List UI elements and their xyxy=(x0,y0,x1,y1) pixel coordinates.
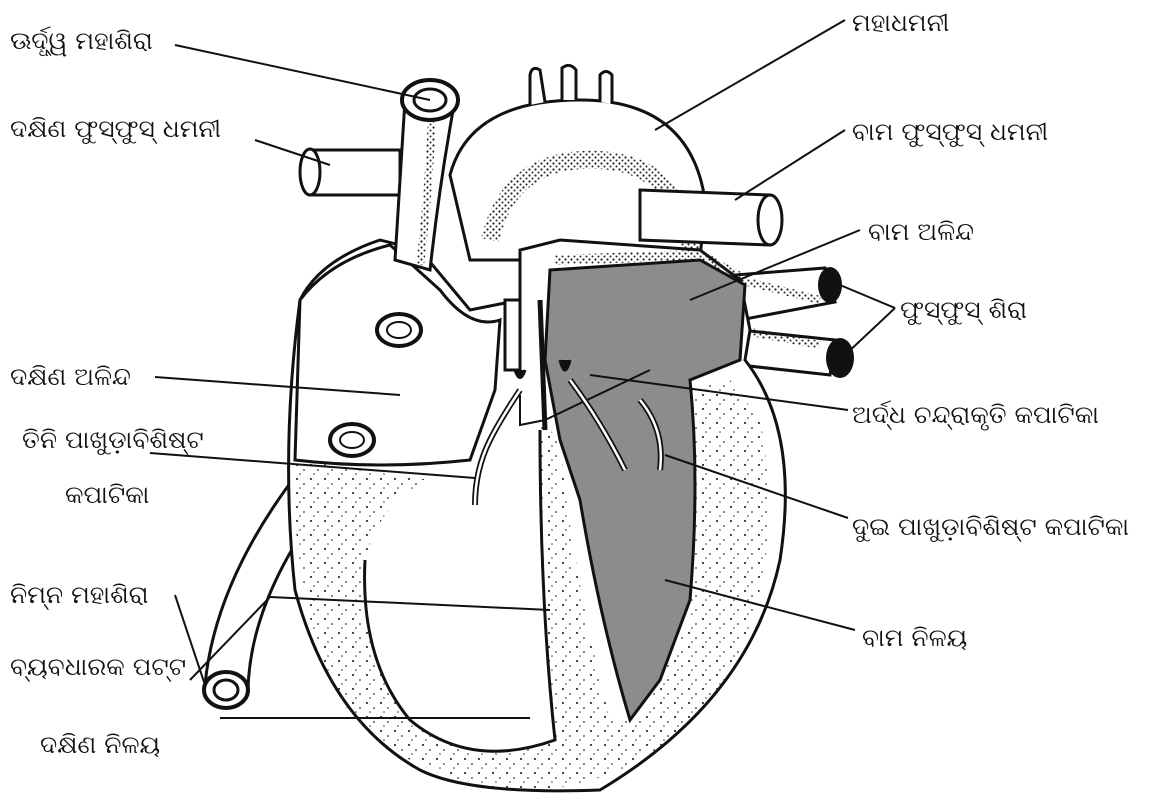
right-pulmonary-artery xyxy=(300,149,400,195)
label-inferior-vena-cava: ନିମ୍ନ ମହାଶିରା xyxy=(10,580,149,610)
label-superior-vena-cava: ଊର୍ଦ୍ଧ୍ୱ ମହାଶିରା xyxy=(10,26,153,56)
label-left-ventricle: ବାମ ନିଳୟ xyxy=(862,623,967,653)
label-semilunar-valve: ଅର୍ଦ୍ଧ ଚନ୍ଦ୍ରାକୃତି କପାଟିକା xyxy=(852,400,1099,430)
label-right-atrium: ଦକ୍ଷିଣ ଅଳିନ୍ଦ xyxy=(10,362,131,392)
label-bicuspid-valve: ଦୁଇ ପାଖୁଡ଼ାବିଶିଷ୍ଟ କପାଟିକା xyxy=(852,512,1129,542)
label-left-pulmonary-artery: ବାମ ଫୁସ୍‌ଫୁସ୍ ଧମନୀ xyxy=(852,117,1048,147)
label-septum: ବ୍ୟବଧାରକ ପଟ୍ଟ xyxy=(10,652,186,682)
label-pulmonary-veins: ଫୁସ୍‌ଫୁସ୍ ଶିରା xyxy=(900,295,1027,325)
label-left-atrium: ବାମ ଅଳିନ୍ଦ xyxy=(868,217,974,247)
label-tricuspid-valve: ତିନି ପାଖୁଡ଼ାବିଶିଷ୍ଟ xyxy=(22,425,204,455)
label-aorta: ମହାଧମନୀ xyxy=(852,8,949,38)
label-tricuspid-valve-2: କପାଟିକା xyxy=(65,480,149,510)
label-right-ventricle: ଦକ୍ଷିଣ ନିଳୟ xyxy=(40,730,160,760)
label-right-pulmonary-artery: ଦକ୍ଷିଣ ଫୁସ୍‌ଫୁସ୍ ଧମନୀ xyxy=(10,114,221,144)
left-pulmonary-artery xyxy=(640,190,782,245)
pulmonary-veins xyxy=(735,267,854,378)
right-atrium xyxy=(295,245,500,465)
